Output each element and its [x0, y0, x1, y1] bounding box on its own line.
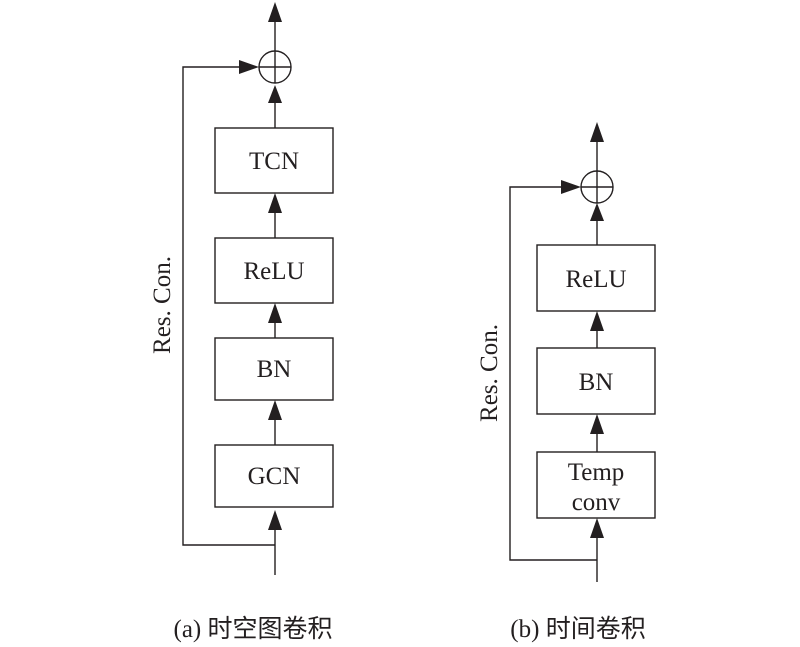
b-block-bn [536, 347, 656, 415]
a-arrow-bn [268, 400, 282, 420]
a-block-tcn [214, 127, 334, 194]
b-block-bn-label: BN [579, 369, 614, 396]
a-block-tcn-label: TCN [249, 148, 299, 175]
diagram-b: Temp conv BN ReLU Res. Con. [476, 122, 656, 582]
caption-b: (b) 时间卷积 [510, 615, 645, 643]
b-block-temp-label-line1: Temp [568, 459, 625, 486]
a-block-relu [214, 237, 334, 304]
b-block-relu [536, 244, 656, 312]
a-block-gcn [214, 444, 334, 508]
b-block-temp-label-line2: conv [572, 489, 621, 516]
a-block-gcn-label: GCN [248, 463, 301, 490]
b-arrow-sum [590, 203, 604, 221]
a-sum-node [258, 50, 292, 84]
b-block-relu-label: ReLU [565, 266, 626, 293]
b-arrow-output [590, 122, 604, 142]
a-arrow-output [268, 2, 282, 22]
a-block-bn-label: BN [257, 356, 292, 383]
a-arrow-relu [268, 303, 282, 323]
b-arrow-bn [590, 414, 604, 434]
b-block-temp-conv [536, 451, 656, 519]
b-residual-label: Res. Con. [476, 324, 503, 422]
diagram-a: GCN BN ReLU TCN Res. Con. [149, 2, 334, 575]
b-arrow-relu [590, 311, 604, 331]
a-block-relu-label: ReLU [243, 258, 304, 285]
caption-a: (a) 时空图卷积 [174, 615, 333, 643]
b-arrow-temp [590, 518, 604, 538]
a-arrow-tcn [268, 193, 282, 213]
a-arrow-sum [268, 85, 282, 103]
b-residual-arrow [561, 180, 581, 194]
b-residual-path [509, 186, 597, 561]
a-block-bn [214, 337, 334, 401]
a-residual-label: Res. Con. [149, 256, 176, 354]
a-arrow-gcn [268, 510, 282, 530]
a-residual-arrow [239, 60, 259, 74]
a-residual-path [182, 66, 275, 546]
b-sum-node [580, 170, 614, 204]
